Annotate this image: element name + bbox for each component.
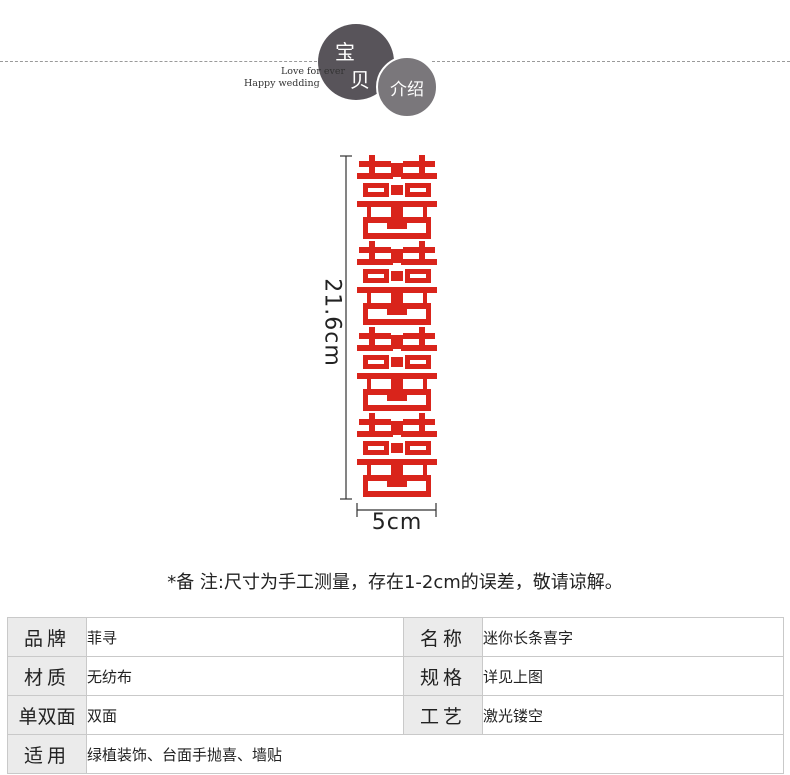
glyph-4 [357,413,437,497]
table-row: 材质 无纺布 规格 详见上图 [7,656,784,696]
spec-value: 菲寻 [86,617,404,657]
spec-value: 详见上图 [482,656,784,696]
product-figure [340,155,437,517]
spec-label: 品牌 [7,617,87,657]
header-divider-right [432,61,790,62]
spec-label: 适用 [7,734,87,774]
table-row: 适用 绿植装饰、台面手抛喜、墙贴 [7,734,784,774]
spec-value: 迷你长条喜字 [482,617,784,657]
spec-label: 规格 [403,656,483,696]
spec-value: 无纺布 [86,656,404,696]
table-row: 品牌 菲寻 名称 迷你长条喜字 [7,617,784,657]
spec-label: 单双面 [7,695,87,735]
title-char-1: 宝 [335,40,355,64]
table-row: 单双面 双面 工艺 激光镂空 [7,695,784,735]
tagline-wedding: Happy wedding [244,78,320,89]
spec-label: 工艺 [403,695,483,735]
title-char-2: 贝 [350,68,370,92]
glyph-2 [357,241,437,325]
spec-value: 双面 [86,695,404,735]
height-label: 21.6cm [319,278,345,367]
spec-value: 绿植装饰、台面手抛喜、墙贴 [86,734,784,774]
tagline-love: Love for ever [281,66,345,77]
subtitle-text: 介绍 [390,79,424,100]
spec-label: 名称 [403,617,483,657]
spec-value: 激光镂空 [482,695,784,735]
width-label: 5cm [371,510,423,535]
title-circle: 宝 贝 [318,24,394,100]
spec-label: 材质 [7,656,87,696]
header-divider-left [0,61,322,62]
glyph-3 [357,327,437,411]
spec-table: 品牌 菲寻 名称 迷你长条喜字 材质 无纺布 规格 详见上图 单双面 双面 工艺… [7,617,784,774]
measurement-note: *备 注:尺寸为手工测量，存在1-2cm的误差，敬请谅解。 [167,572,623,593]
subtitle-circle: 介绍 [376,56,438,118]
glyph-1 [357,155,437,239]
